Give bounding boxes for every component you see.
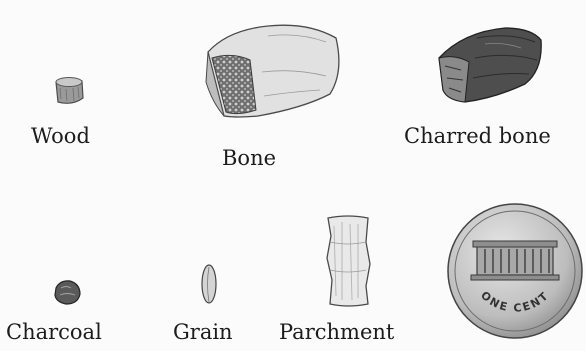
bone-fragment-icon xyxy=(198,12,348,124)
charcoal-label: Charcoal xyxy=(6,322,102,343)
parchment-strip-icon xyxy=(320,212,376,308)
grain-seed-icon xyxy=(198,262,220,308)
charcoal-fragment-icon xyxy=(50,276,84,308)
wood-label: Wood xyxy=(31,126,90,147)
bone-label: Bone xyxy=(222,148,276,169)
wood-fragment-icon xyxy=(48,72,92,112)
charred-bone-fragment-icon xyxy=(425,14,545,110)
charred-bone-label: Charred bone xyxy=(404,126,551,147)
parchment-label: Parchment xyxy=(279,322,394,343)
grain-label: Grain xyxy=(173,322,233,343)
penny-coin-icon: ONE CENT xyxy=(445,201,585,341)
